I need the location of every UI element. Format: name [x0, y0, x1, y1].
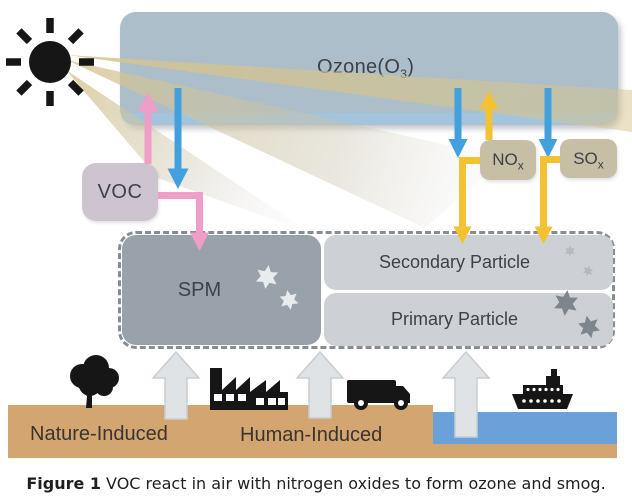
- primary-particle-label: Primary Particle: [390, 309, 519, 329]
- figure-caption-label: Figure 1: [26, 474, 102, 493]
- nox-subscript: x: [517, 158, 524, 173]
- nox-label: NOx: [492, 150, 524, 173]
- ozone-water-strip: [121, 113, 617, 124]
- ozone-close-paren: ): [407, 56, 415, 78]
- ozone-box: Ozone(O3): [120, 12, 618, 125]
- factory-icon: [210, 368, 288, 410]
- secondary-particle-label: Secondary Particle: [378, 252, 531, 272]
- secondary-particle-box: Secondary Particle: [324, 235, 613, 290]
- particle-cloud-outline: [118, 231, 615, 349]
- ship-icon: [512, 369, 573, 409]
- ground-land: [8, 405, 433, 458]
- ozone-label: Ozone(O3): [317, 56, 415, 80]
- spm-box: SPM: [122, 235, 321, 345]
- ozone-text: Ozone(O: [317, 56, 401, 78]
- voc-box: VOC: [82, 163, 158, 221]
- nox-text: NO: [492, 150, 518, 169]
- sox-label: SOx: [573, 148, 604, 171]
- voc-label: VOC: [97, 180, 143, 203]
- sox-box: SOx: [560, 139, 617, 178]
- sox-subscript: x: [597, 156, 604, 171]
- spm-label: SPM: [177, 278, 222, 301]
- nature-induced-label: Nature-Induced: [30, 423, 168, 445]
- nox-box: NOx: [480, 140, 536, 180]
- primary-particle-box: Primary Particle: [324, 293, 613, 346]
- sox-text: SO: [573, 148, 598, 168]
- sun-icon: [6, 18, 94, 106]
- figure-caption-text: VOC react in air with nitrogen oxides to…: [106, 474, 606, 493]
- water: [433, 412, 617, 444]
- tree-icon: [70, 355, 119, 408]
- seabed-land: [433, 444, 617, 458]
- human-induced-label: Human-Induced: [240, 424, 383, 446]
